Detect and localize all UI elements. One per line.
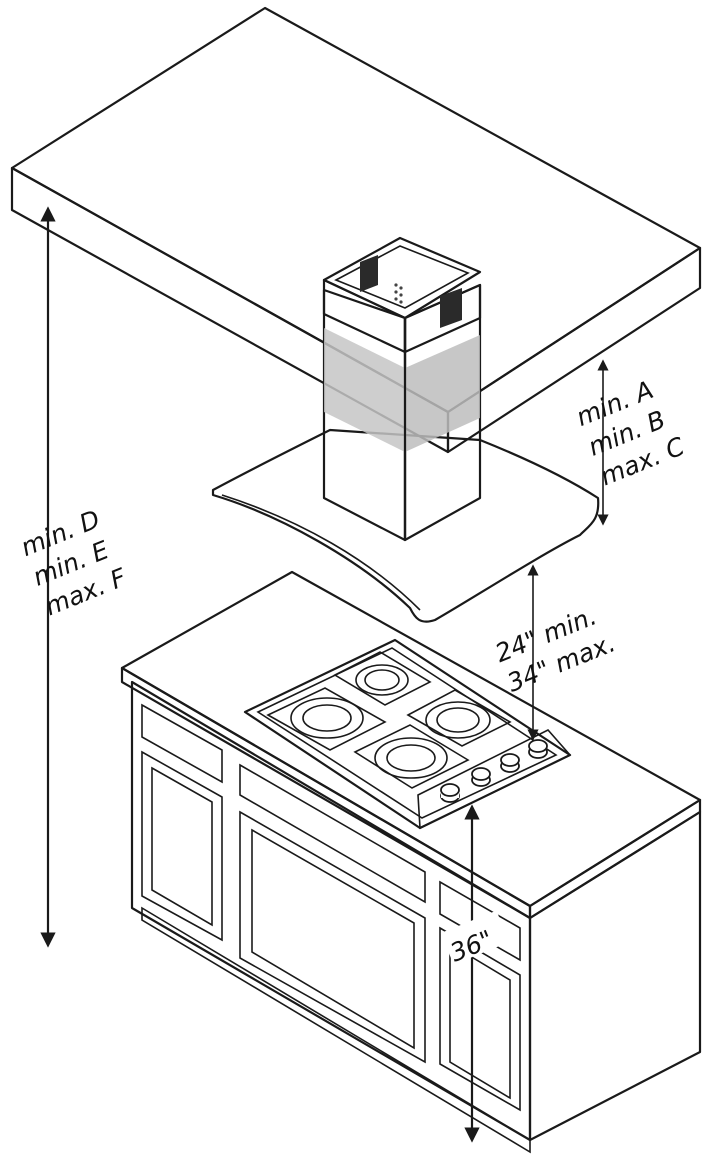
cooktop <box>243 638 572 830</box>
kitchen-island <box>120 570 702 1154</box>
cabinet-side <box>528 810 702 1142</box>
right-dimension-labels: min. A min. B max. C <box>572 375 689 491</box>
counter-height-label-group: 36" <box>440 910 510 968</box>
countertop-top <box>120 570 702 908</box>
cabinet-front <box>130 680 532 1142</box>
hood-chimney <box>322 236 482 542</box>
hood-glass-canopy <box>211 428 600 623</box>
control-knobs <box>440 739 548 803</box>
left-dimension-labels: min. D min. E max. F <box>17 504 131 621</box>
cooktop-control-strip <box>417 729 572 830</box>
hood-gap-labels: 24" min. 34" max. <box>491 601 619 697</box>
hood-canopy <box>211 428 600 623</box>
dimension-arrows <box>40 206 609 1143</box>
burners <box>266 651 512 789</box>
